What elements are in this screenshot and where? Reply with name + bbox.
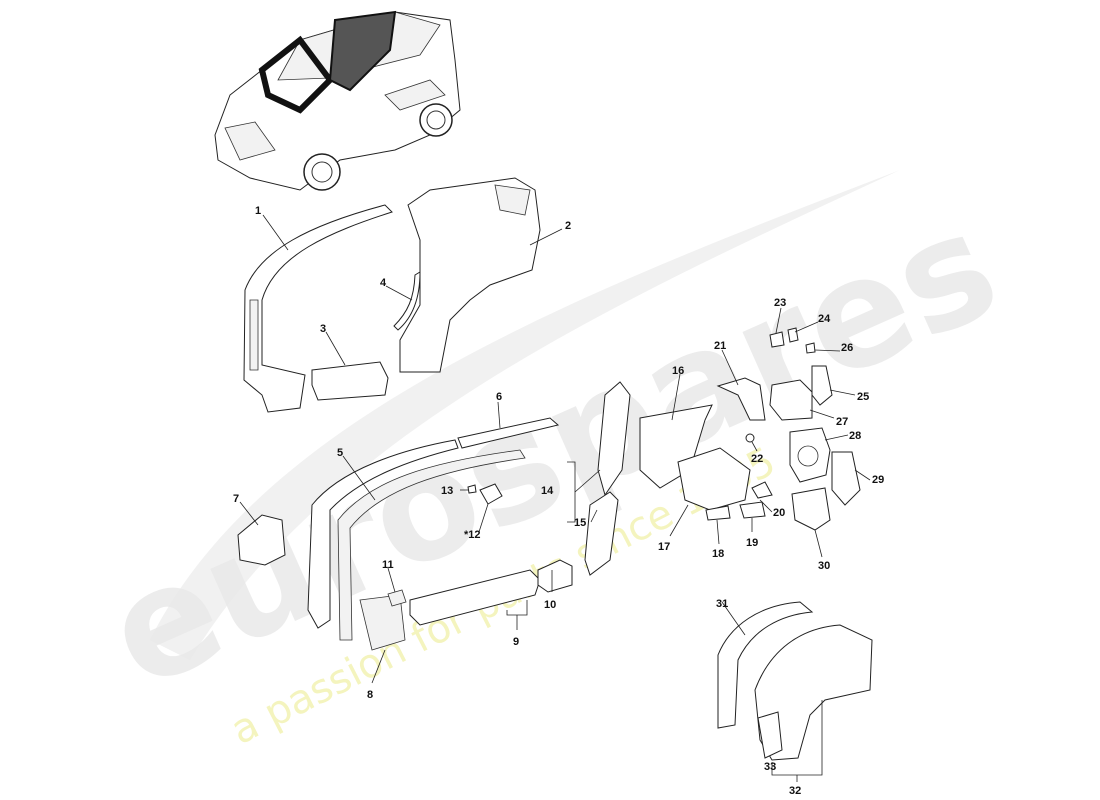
callout-30: 30 xyxy=(818,560,830,572)
part-15-b-pillar-lower xyxy=(584,491,619,576)
callout-25: 25 xyxy=(857,391,869,403)
callout-10: 10 xyxy=(544,599,556,611)
part-5-side-frame xyxy=(307,439,526,651)
part-30-panel xyxy=(791,487,831,531)
callout-3: 3 xyxy=(320,323,326,335)
callout-29: 29 xyxy=(872,474,884,486)
leader-lines xyxy=(239,214,871,782)
callout-22: 22 xyxy=(751,453,763,465)
callout-31: 31 xyxy=(716,598,728,610)
part-14-b-pillar xyxy=(597,381,631,497)
callout-11: 11 xyxy=(382,559,394,571)
part-23-plate xyxy=(769,331,785,348)
watermark-brand: eurospares xyxy=(84,178,1021,723)
callout-18: 18 xyxy=(712,548,724,560)
part-13-clip xyxy=(467,484,477,494)
callout-4: 4 xyxy=(380,277,387,289)
callout-1: 1 xyxy=(255,205,261,217)
callout-7: 7 xyxy=(233,493,239,505)
part-6-roof-rail xyxy=(457,417,560,449)
callout-20: 20 xyxy=(773,507,785,519)
part-27-panel xyxy=(769,379,813,421)
callout-21: 21 xyxy=(714,340,726,352)
part-3-sill-panel xyxy=(311,361,389,401)
callout-17: 17 xyxy=(658,541,670,553)
part-20-bracket xyxy=(751,481,773,499)
part-11-block xyxy=(387,589,407,607)
part-10-block xyxy=(537,559,573,593)
part-22-clip xyxy=(745,433,755,443)
part-12-bracket xyxy=(479,483,503,505)
callout-23: 23 xyxy=(774,297,786,309)
callout-27: 27 xyxy=(836,416,848,428)
callout-16: 16 xyxy=(672,365,684,377)
callout-6: 6 xyxy=(496,391,502,403)
part-29-panel xyxy=(831,451,861,506)
part-7-bracket xyxy=(237,514,286,566)
callout-33: 33 xyxy=(764,761,776,773)
callout-24: 24 xyxy=(818,313,831,325)
part-1-front-pillar xyxy=(243,204,393,413)
part-28-wheel-arch xyxy=(789,427,831,483)
part-17-wheelhouse-panel xyxy=(677,447,751,511)
callout-28: 28 xyxy=(849,430,861,442)
part-21-bracket xyxy=(716,377,766,421)
callout-14: 14 xyxy=(541,485,554,497)
watermark: eurospares a passion for parts since 198… xyxy=(84,170,1021,754)
part-9-rocker xyxy=(409,569,541,626)
callout-9: 9 xyxy=(513,636,519,648)
part-24-clip xyxy=(787,327,799,343)
part-26-clip xyxy=(805,342,816,354)
part-33-bracket xyxy=(757,711,783,759)
part-4-strip xyxy=(393,271,421,331)
callout-5: 5 xyxy=(337,447,343,459)
part-32-wheel-housing-inner xyxy=(754,624,873,761)
callout-26: 26 xyxy=(841,342,853,354)
part-31-wheel-housing xyxy=(717,601,814,729)
reference-car-illustration xyxy=(214,10,461,191)
callout-8: 8 xyxy=(367,689,373,701)
part-19-bracket xyxy=(739,501,766,519)
part-2-rear-quarter xyxy=(399,177,541,373)
callout-15: 15 xyxy=(574,517,586,529)
callout-12: *12 xyxy=(464,529,481,541)
callout-19: 19 xyxy=(746,537,758,549)
callout-2: 2 xyxy=(565,220,571,232)
callout-13: 13 xyxy=(441,485,453,497)
part-25-bracket xyxy=(811,365,833,406)
callout-32: 32 xyxy=(789,785,801,797)
callout-labels: 1 2 3 4 5 6 7 8 9 10 11 *12 13 14 15 16 … xyxy=(233,205,884,797)
part-18-bracket xyxy=(705,505,731,521)
